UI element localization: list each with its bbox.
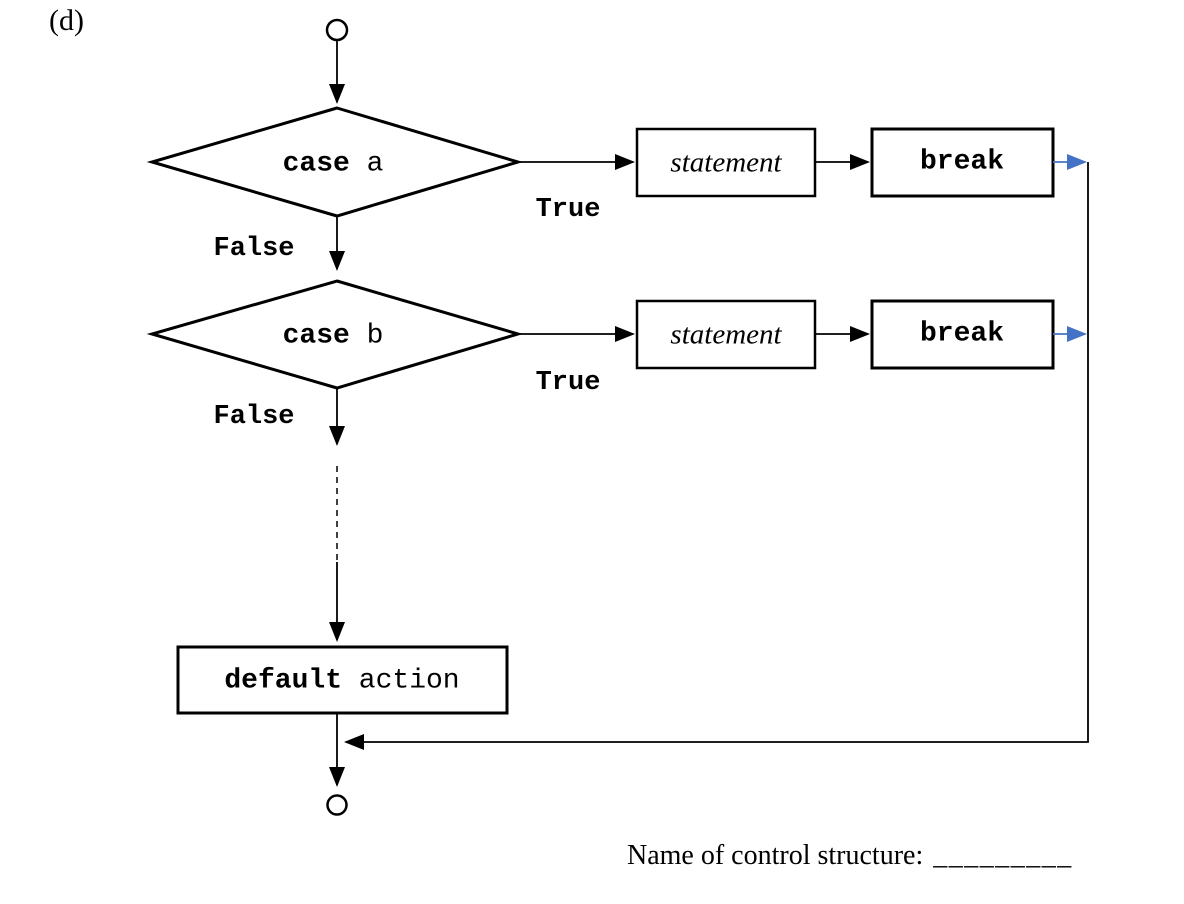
default-action-box — [176, 645, 509, 715]
break-merge-rail — [344, 162, 1089, 750]
break-1-box — [870, 127, 1055, 198]
default-action-label: default action — [224, 666, 459, 697]
end-circle — [326, 794, 348, 816]
break-1-label: break — [919, 146, 1005, 178]
break-2-box — [870, 299, 1055, 370]
statement-2-label: statement — [670, 318, 782, 351]
footer-question: Name of control structure: — [627, 840, 924, 871]
true-label-1: True — [535, 195, 601, 225]
false-label-2: False — [213, 402, 295, 432]
break-2-label: break — [919, 318, 1005, 350]
default-keyword: default — [224, 665, 342, 697]
statement-1-label: statement — [670, 146, 782, 179]
case-b-operand: b — [366, 320, 384, 352]
case-a-keyword: case — [282, 148, 350, 180]
part-label: (d) — [49, 4, 84, 37]
answer-blank: _________ — [933, 840, 1073, 871]
default-operand: action — [358, 665, 460, 697]
start-circle — [325, 18, 349, 42]
footer-question-row: Name of control structure: _________ — [627, 840, 1073, 872]
case-a-operand: a — [366, 148, 384, 180]
true-label-2: True — [535, 368, 601, 398]
case-b-keyword: case — [282, 320, 350, 352]
false-label-1: False — [213, 234, 295, 264]
statement-1-box — [635, 127, 817, 198]
